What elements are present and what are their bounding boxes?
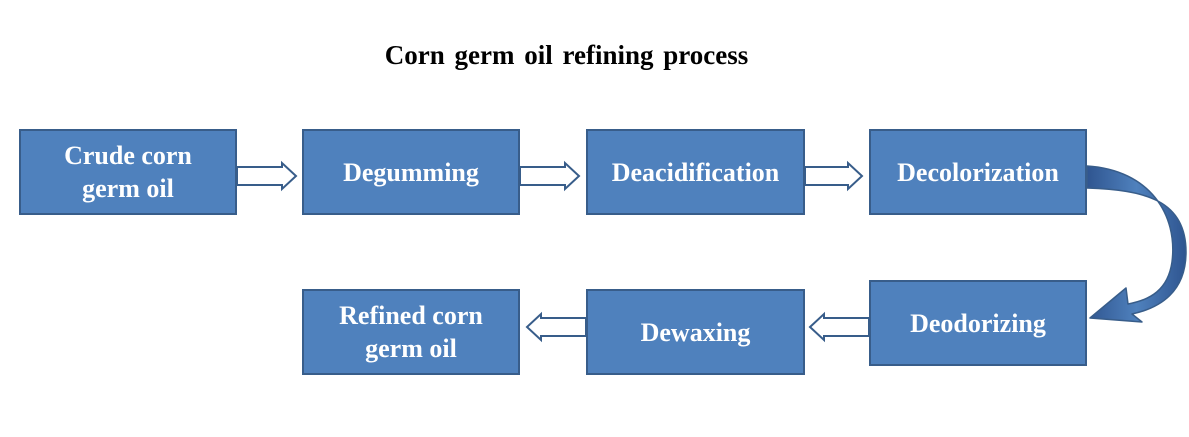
diagram-title: Corn germ oil refining process bbox=[384, 40, 749, 70]
arrow-right-icon bbox=[236, 160, 298, 192]
arrow-left-icon bbox=[525, 311, 587, 343]
arrow-left-icon bbox=[808, 311, 870, 343]
step-dewaxing: Dewaxing bbox=[586, 289, 805, 375]
curved-arrow-icon bbox=[1086, 165, 1187, 323]
step-refined-corn-germ-oil: Refined corn germ oil bbox=[302, 289, 520, 375]
step-degumming: Degumming bbox=[302, 129, 520, 215]
arrow-right-icon bbox=[519, 160, 581, 192]
step-crude-corn-germ-oil: Crude corn germ oil bbox=[19, 129, 237, 215]
arrow-right-icon bbox=[804, 160, 864, 192]
step-deacidification: Deacidification bbox=[586, 129, 805, 215]
step-decolorization: Decolorization bbox=[869, 129, 1087, 215]
step-deodorizing: Deodorizing bbox=[869, 280, 1087, 366]
